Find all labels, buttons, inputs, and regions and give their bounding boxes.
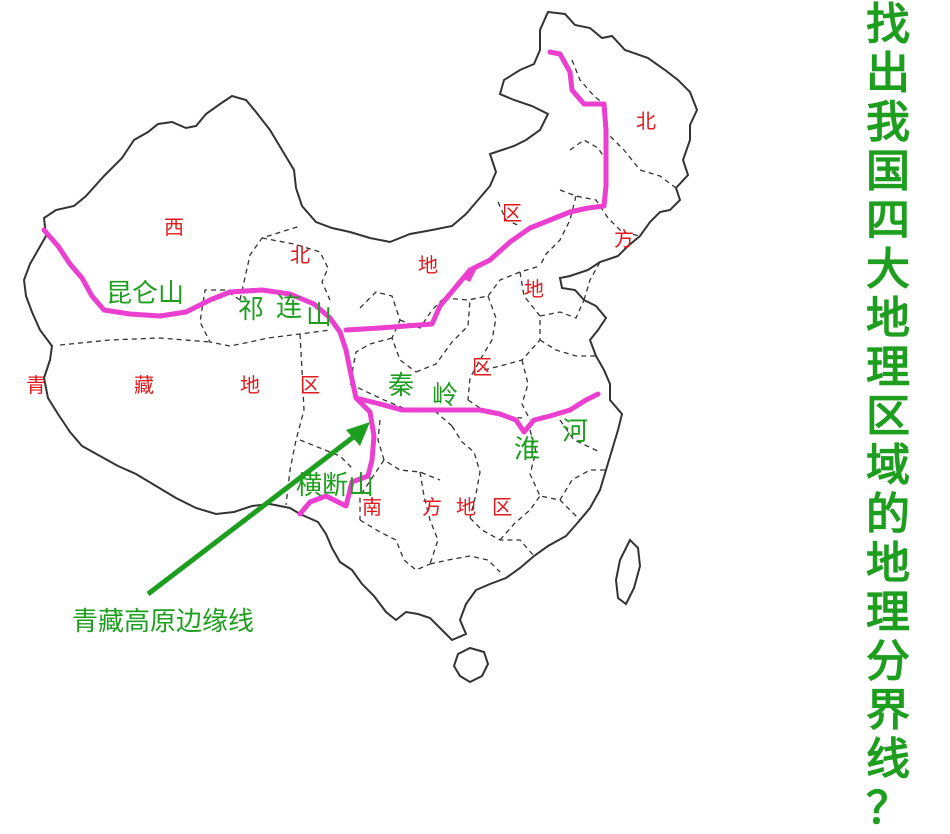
- region-label-s-4: 区: [492, 495, 512, 519]
- title-char: 找: [866, 0, 910, 50]
- qilian-label-2: 连: [276, 293, 302, 323]
- title-char: 界: [866, 685, 910, 736]
- china-map: 北 区 方 地 西 北 地 区 青 藏 地 区 南 方 地 区 昆仑山 祁 连 …: [22, 10, 699, 684]
- title-char: 区: [866, 391, 910, 442]
- region-label-s-1: 南: [362, 495, 382, 519]
- region-label-s-3: 地: [456, 495, 476, 519]
- kunlun-qilian-line: [41, 227, 377, 517]
- region-label-ne-3: 方: [614, 227, 634, 251]
- region-label-nw-4: 区: [472, 355, 492, 379]
- title-char: 理: [866, 587, 910, 638]
- geographic-boundary-lines: [41, 49, 609, 517]
- title-char: 域: [866, 440, 910, 491]
- region-label-qz-3: 地: [240, 373, 260, 397]
- region-label-nw-2: 北: [290, 243, 310, 267]
- title-char: 线: [866, 734, 910, 785]
- hainan-island: [452, 646, 490, 684]
- qinling-label-2: 岭: [432, 381, 458, 411]
- region-label-ne-2: 区: [502, 201, 522, 225]
- region-label-nw-3: 地: [418, 253, 438, 277]
- title-char: 分: [866, 636, 910, 687]
- region-label-qz-2: 藏: [134, 373, 154, 397]
- title-char: 的: [866, 489, 910, 540]
- vertical-title: 找 出 我 国 四 大 地 理 区 域 的 地 理 分 界 线 ？: [856, 0, 920, 833]
- title-char: 我: [866, 97, 910, 148]
- qilian-label-3: 山: [306, 301, 332, 331]
- region-label-ne-4: 地: [524, 277, 544, 301]
- huaihe-label-1: 淮: [514, 435, 540, 465]
- great-wall-line: [343, 49, 609, 333]
- title-char: 出: [866, 48, 910, 99]
- region-label-s-2: 方: [422, 495, 442, 519]
- region-label-qz-1: 青: [26, 373, 46, 397]
- region-label-ne-1: 北: [636, 109, 656, 133]
- title-char: 大: [866, 244, 910, 295]
- title-char: 国: [866, 146, 910, 197]
- plateau-edge-arrow: [146, 422, 370, 596]
- qinling-label-1: 秦: [388, 371, 414, 401]
- country-outline: [22, 10, 699, 642]
- taiwan-island: [614, 538, 642, 606]
- arrow-head: [346, 422, 370, 446]
- great-wall-arrowhead: [462, 266, 478, 282]
- title-char: 理: [866, 342, 910, 393]
- title-char: 四: [866, 195, 910, 246]
- region-label-qz-4: 区: [300, 373, 320, 397]
- qinling-huaihe-line: [353, 391, 601, 435]
- title-char: 地: [866, 538, 910, 589]
- title-char: 地: [866, 293, 910, 344]
- title-char: ？: [866, 783, 910, 834]
- hengduan-mountains-label: 横断山: [296, 471, 374, 501]
- kunlun-mountains-label: 昆仑山: [106, 279, 184, 309]
- region-label-nw-1: 西: [164, 215, 184, 239]
- huaihe-label-2: 河: [562, 417, 588, 447]
- qilian-label-1: 祁: [238, 295, 264, 325]
- plateau-edge-label: 青藏高原边缘线: [72, 607, 254, 637]
